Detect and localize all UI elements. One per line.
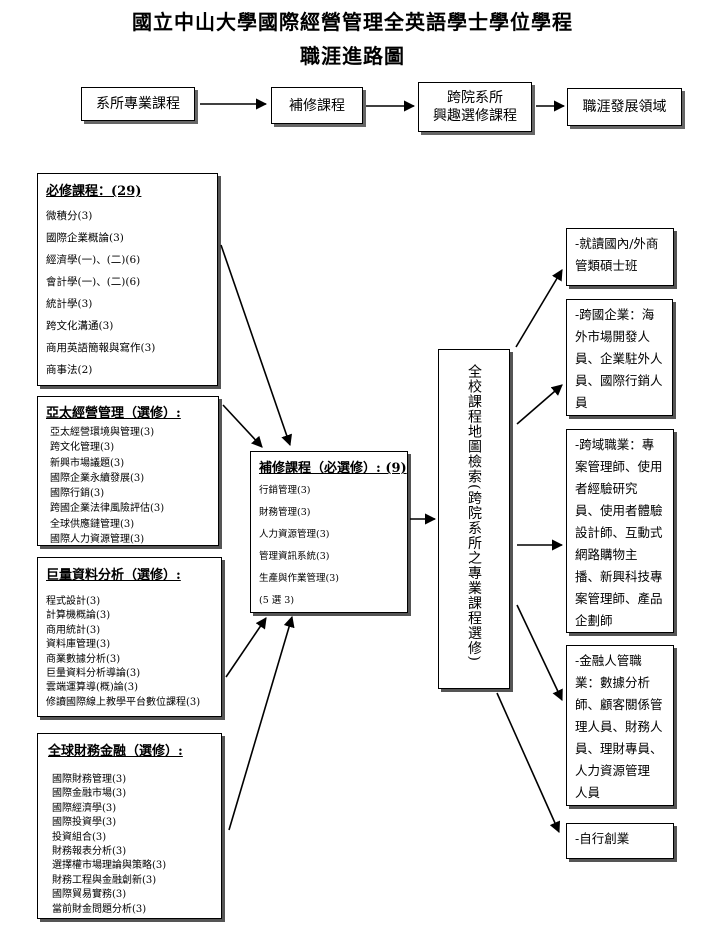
course-item: 巨量資料分析導論(3) — [46, 668, 141, 680]
arrow-to-entrepreneurship — [496, 692, 561, 834]
career-box-entrepreneurship: -自行創業 — [566, 823, 674, 859]
course-item: 跨文化管理(3) — [50, 442, 115, 454]
course-item: 修讀國際線上教學平台數位課程(3) — [46, 696, 201, 708]
course-map-search-box: 全校課程地圖檢索(跨院系所之專業課程選修) — [438, 349, 510, 689]
course-item: 國際經濟學(3) — [52, 802, 117, 814]
course-item: 商用統計(3) — [46, 624, 101, 636]
course-item: 雲端運算導(概)論(3) — [46, 682, 138, 694]
flow-step-label: 跨院系所 興趣選修課程 — [433, 90, 517, 124]
course-map-search-label: 全校課程地圖檢索(跨院系所之專業課程選修) — [466, 364, 482, 662]
flow-step-supplement-courses: 補修課程 — [271, 87, 363, 124]
supplement-courses-heading: 補修課程（必選修）: (9) — [259, 461, 407, 476]
career-text: -跨國企業：海 外市場開發人 員、企業駐外人 員、國際行銷人 員 — [575, 307, 663, 410]
arrow-bigdata-to-supplement — [225, 617, 267, 678]
course-item: 國際貿易實務(3) — [52, 889, 127, 901]
course-item: 國際投資學(3) — [52, 817, 117, 829]
course-item: 微積分(3) — [46, 210, 93, 222]
flow-step-label: 職涯發展領域 — [582, 99, 667, 115]
big-data-list: 程式設計(3) 計算機概論(3) 商用統計(3) 資料庫管理(3) 商業數據分析… — [46, 595, 213, 710]
course-item: 國際行銷(3) — [50, 488, 105, 500]
arrow-to-multinational — [516, 384, 563, 425]
course-item: 跨國企業法律風險評估(3) — [50, 503, 165, 515]
supplement-courses-box: 補修課程（必選修）: (9) 行銷管理(3) 財務管理(3) 人力資源管理(3)… — [250, 451, 408, 613]
page-title: 國立中山大學國際經營管理全英語學士學位學程 — [132, 10, 573, 34]
course-item: 行銷管理(3) — [259, 485, 311, 496]
big-data-heading: 巨量資料分析（選修）: — [46, 568, 181, 583]
page-subtitle: 職涯進路圖 — [300, 44, 405, 68]
course-item: 全球供應鏈管理(3) — [50, 518, 135, 530]
arrow-finance-to-supplement — [228, 615, 295, 831]
course-item: 財務管理(3) — [259, 507, 311, 518]
flow-step-cross-college: 跨院系所 興趣選修課程 — [418, 82, 532, 132]
career-text: -跨域職業：專 案管理師、使用 者經驗研究 員、使用者體驗 設計師、互動式 網路… — [575, 437, 663, 628]
global-finance-heading: 全球財務金融（選修）: — [48, 744, 183, 759]
big-data-box: 巨量資料分析（選修）: 程式設計(3) 計算機概論(3) 商用統計(3) 資料庫… — [37, 557, 222, 717]
supplement-courses-list: 行銷管理(3) 財務管理(3) 人力資源管理(3) 管理資訊系統(3) 生產與作… — [259, 480, 399, 612]
course-item: 資料庫管理(3) — [46, 639, 111, 651]
career-text: -就讀國內/外商 管類碩士班 — [575, 236, 659, 273]
career-text: -金融人管職 業：數據分析 師、顧客關係管 理人員、財務人 員、理財專員、 人力… — [575, 653, 663, 800]
course-item: 國際企業永續發展(3) — [50, 472, 145, 484]
career-box-graduate-school: -就讀國內/外商 管類碩士班 — [566, 228, 674, 286]
course-item: 商業數據分析(3) — [46, 653, 121, 665]
course-item: 國際金融市場(3) — [52, 788, 127, 800]
course-item: 會計學(一)、(二)(6) — [46, 276, 141, 288]
course-item: 新興市場議題(3) — [50, 457, 125, 469]
course-item: 國際人力資源管理(3) — [50, 534, 145, 546]
course-item: 經濟學(一)、(二)(6) — [46, 254, 141, 266]
course-item: 選擇權市場理論與策略(3) — [52, 860, 167, 872]
career-box-multinational: -跨國企業：海 外市場開發人 員、企業駐外人 員、國際行銷人 員 — [566, 299, 673, 416]
course-item: 財務工程與金融創新(3) — [52, 874, 157, 886]
course-item: 商用英語簡報與寫作(3) — [46, 342, 156, 354]
asia-pacific-heading: 亞太經營管理（選修）: — [46, 406, 181, 421]
course-item: 財務報表分析(3) — [52, 846, 127, 858]
flow-step-major-courses: 系所專業課程 — [81, 87, 195, 121]
course-item: 統計學(3) — [46, 298, 93, 310]
course-item: 跨文化溝通(3) — [46, 320, 114, 332]
course-item: 當前財金問題分析(3) — [52, 903, 147, 915]
course-item: (5 選 3) — [259, 595, 295, 606]
course-item: 亞太經營環境與管理(3) — [50, 427, 155, 438]
arrow-asia-to-supplement — [222, 404, 263, 448]
career-box-finance-hr: -金融人管職 業：數據分析 師、顧客關係管 理人員、財務人 員、理財專員、 人力… — [566, 645, 674, 806]
course-item: 商事法(2) — [46, 364, 93, 376]
flow-step-career-fields: 職涯發展領域 — [567, 88, 682, 126]
course-item: 投資組合(3) — [52, 831, 107, 843]
arrow-required-to-supplement — [220, 244, 293, 447]
course-item: 國際財務管理(3) — [52, 774, 127, 785]
flow-step-label: 補修課程 — [289, 97, 345, 114]
global-finance-box: 全球財務金融（選修）: 國際財務管理(3) 國際金融市場(3) 國際經濟學(3)… — [37, 733, 222, 919]
asia-pacific-box: 亞太經營管理（選修）: 亞太經營環境與管理(3) 跨文化管理(3) 新興市場議題… — [37, 396, 219, 546]
flow-step-label: 系所專業課程 — [96, 96, 180, 112]
career-text: -自行創業 — [575, 831, 630, 846]
career-box-cross-domain: -跨域職業：專 案管理師、使用 者經驗研究 員、使用者體驗 設計師、互動式 網路… — [566, 429, 674, 633]
course-item: 人力資源管理(3) — [259, 529, 330, 540]
required-courses-list: 微積分(3) 國際企業概論(3) 經濟學(一)、(二)(6) 會計學(一)、(二… — [46, 205, 209, 381]
course-item: 管理資訊系統(3) — [259, 551, 330, 562]
course-item: 生產與作業管理(3) — [259, 573, 339, 584]
global-finance-list: 國際財務管理(3) 國際金融市場(3) 國際經濟學(3) 國際投資學(3) 投資… — [48, 773, 211, 917]
course-item: 國際企業概論(3) — [46, 232, 124, 244]
asia-pacific-list: 亞太經營環境與管理(3) 跨文化管理(3) 新興市場議題(3) 國際企業永續發展… — [46, 425, 210, 547]
required-courses-box: 必修課程：(29) 微積分(3) 國際企業概論(3) 經濟學(一)、(二)(6)… — [37, 173, 218, 386]
course-item: 計算機概論(3) — [46, 610, 111, 622]
arrow-to-graduate-school — [515, 269, 563, 348]
required-courses-heading: 必修課程：(29) — [46, 184, 142, 199]
arrow-to-finance-hr — [516, 604, 563, 702]
course-item: 程式設計(3) — [46, 596, 101, 607]
